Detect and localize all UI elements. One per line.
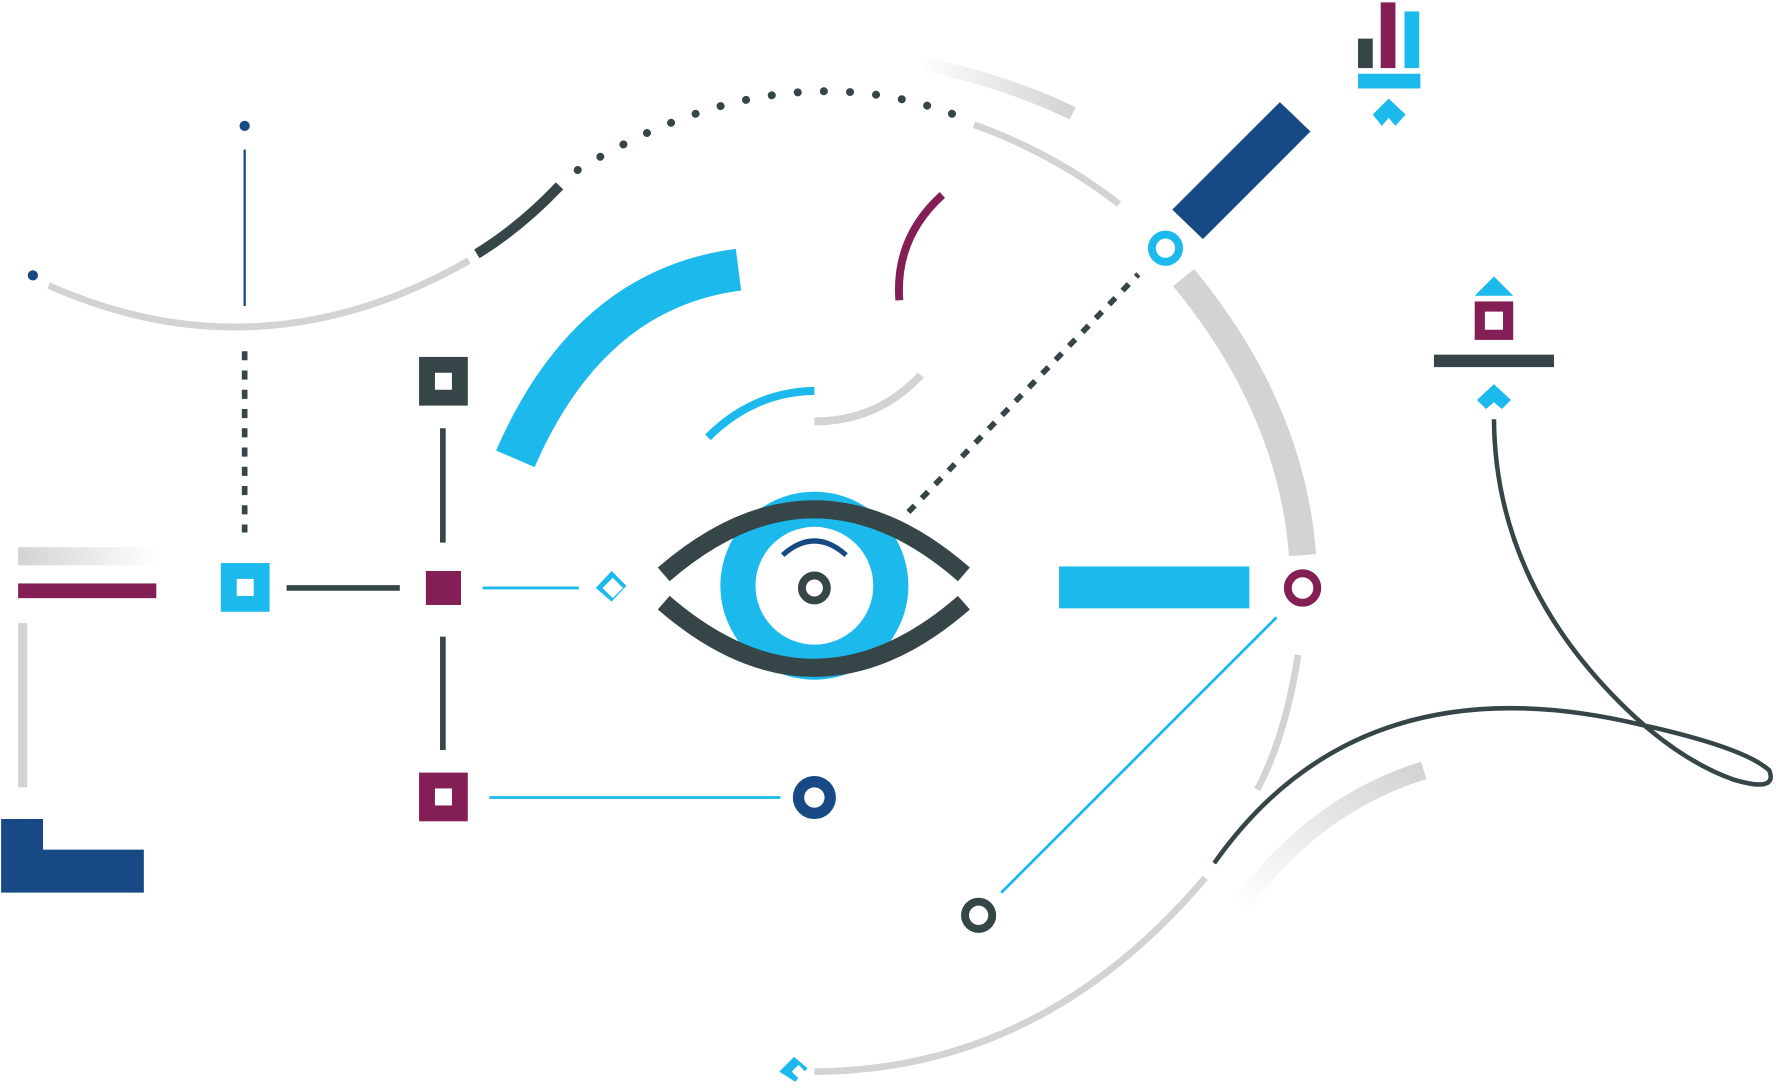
navy-diagonal-bar: [1172, 102, 1311, 240]
slate-shelf-bar: [1433, 354, 1554, 368]
eye-pupil: [797, 571, 831, 605]
grey-long-arc-bottom: [814, 875, 1208, 1076]
grey-vertical-bar: [18, 623, 28, 788]
navy-dot-left: [27, 270, 38, 281]
grey-faded-arc-bottom: [1232, 761, 1427, 912]
grey-arc-left: [47, 257, 471, 331]
grey-faded-bar: [18, 547, 157, 566]
sky-diamond-top-right: [1372, 98, 1406, 126]
plum-ring-node: [1283, 569, 1322, 607]
sky-diagonal-line: [1000, 616, 1278, 894]
grey-thick-arc-right: [1173, 268, 1317, 557]
slate-dashed-diagonal: [906, 272, 1141, 515]
slate-arc-segment: [474, 182, 564, 259]
sky-diamond-bottom: [779, 1056, 808, 1082]
sky-diamond-right: [1476, 384, 1511, 410]
sky-thick-arc: [496, 248, 742, 468]
dotted-arc-top: [573, 87, 967, 174]
slate-ring-node: [961, 897, 997, 933]
plum-center-node: [425, 570, 461, 605]
house-icon: [1474, 276, 1514, 340]
plum-arc: [894, 192, 946, 301]
navy-ring-node: [792, 775, 836, 820]
eye-upper-lid: [657, 500, 970, 582]
navy-dot-top: [239, 120, 250, 131]
navy-step-block: [1, 819, 144, 893]
slate-loop-curve: [1212, 419, 1773, 865]
eye-icon: [657, 491, 970, 680]
eye-highlight-arc: [780, 538, 848, 558]
sky-ring-node: [1147, 230, 1184, 266]
grey-thin-arc: [814, 372, 924, 426]
plum-bar: [18, 583, 157, 599]
sky-thin-arc: [705, 386, 815, 441]
eye-lower-lid: [657, 595, 970, 677]
bar-chart-icon: [1358, 2, 1421, 89]
grey-thin-arc-right: [1254, 654, 1302, 792]
sky-horizontal-bar: [1059, 566, 1250, 609]
grey-arc-top-faded: [916, 55, 1076, 120]
grey-arc-top-right: [972, 121, 1122, 207]
